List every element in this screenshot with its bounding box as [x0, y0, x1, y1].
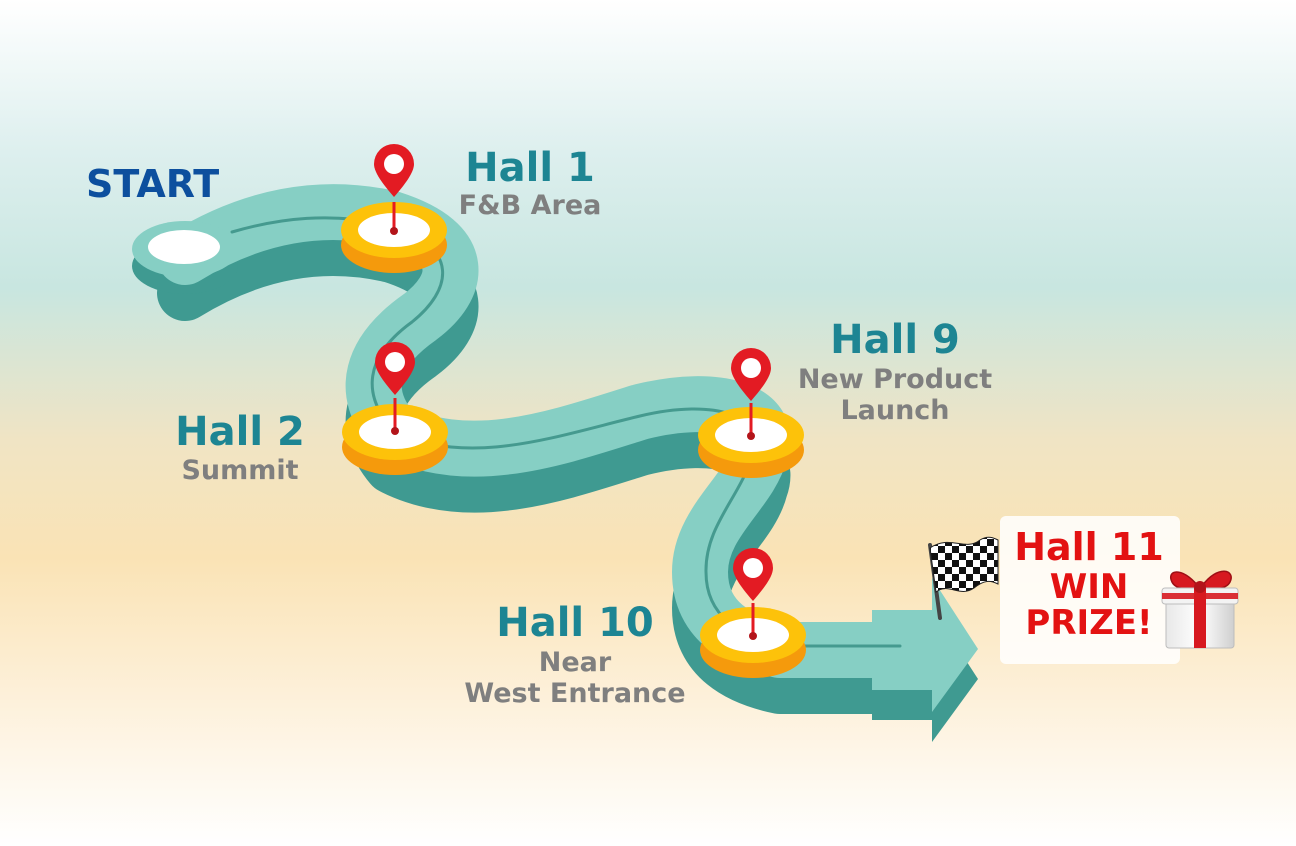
hall-2-label: Hall 2 Summit: [160, 412, 320, 486]
gift-box-icon: [1161, 570, 1239, 649]
prize-panel: [1000, 516, 1180, 664]
hall-2-subtitle: Summit: [181, 455, 299, 486]
hall-10-subtitle-line-1: Near: [538, 647, 612, 678]
stop-hall-1: [341, 144, 447, 273]
hall-9-title: Hall 9: [830, 317, 960, 363]
stop-hall-2: [342, 342, 448, 475]
hall-9-subtitle-line-2: Launch: [840, 395, 950, 426]
hall-11-label: Hall 11 WIN PRIZE!: [1006, 528, 1172, 640]
stop-hall-10: [700, 548, 806, 678]
hall-9-subtitle-line-1: New Product: [797, 364, 993, 395]
map-pin-icon: [374, 144, 414, 197]
hall-9-label: Hall 9 New Product Launch: [785, 320, 1005, 426]
map-pin-icon: [733, 548, 773, 601]
hall-1-label: Hall 1 F&B Area: [445, 148, 615, 221]
hall-11-title: Hall 11: [1014, 525, 1164, 569]
hall-10-subtitle-line-2: West Entrance: [464, 678, 686, 709]
prize-text: PRIZE!: [1025, 603, 1153, 643]
hall-1-subtitle: F&B Area: [458, 190, 602, 221]
start-label: START: [86, 162, 220, 206]
stop-hall-9: [698, 348, 804, 478]
start-pad: [148, 230, 220, 264]
win-text: WIN: [1049, 567, 1129, 607]
checkered-flag-icon: [928, 536, 999, 620]
hall-2-title: Hall 2: [175, 409, 305, 455]
finish-arrow: [872, 578, 978, 712]
map-pin-icon: [375, 342, 415, 395]
hall-10-title: Hall 10: [496, 600, 654, 646]
hall-10-label: Hall 10 Near West Entrance: [455, 603, 695, 709]
map-pin-icon: [731, 348, 771, 401]
hall-1-title: Hall 1: [465, 145, 595, 191]
